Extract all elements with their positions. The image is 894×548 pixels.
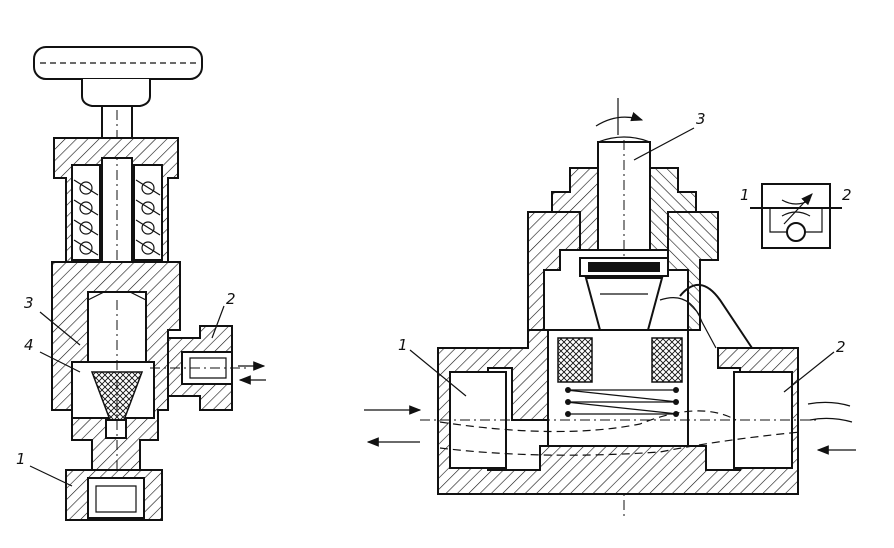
arrow-outlet-out (807, 401, 851, 407)
packing-coils (71, 164, 163, 261)
callout-left-3: 3 (24, 294, 34, 312)
callout-right-2: 2 (836, 338, 846, 356)
handwheel (33, 46, 203, 80)
return-spring (565, 387, 679, 417)
bonnet-right (667, 211, 719, 331)
flow-path-out (439, 431, 801, 456)
callout-left-4: 4 (24, 336, 34, 354)
callout-left-2: 2 (226, 290, 236, 308)
symbol-port-2: 2 (842, 186, 852, 204)
right-valve: 3 1 2 (364, 98, 856, 520)
bypass-channel (679, 284, 753, 349)
left-valve: 3 4 2 1 (16, 46, 266, 521)
symbol-port-1: 1 (740, 186, 750, 204)
conical-plug (584, 277, 664, 331)
wheel-hub (81, 79, 151, 107)
packing-left (557, 337, 593, 383)
flow-path-in (439, 410, 737, 433)
adjust-arrow (783, 193, 813, 225)
callout-right-3: 3 (696, 110, 706, 128)
packing-right (651, 337, 683, 383)
bonnet (527, 211, 581, 331)
rotation-arrow (595, 112, 644, 127)
callout-left-1: 1 (16, 450, 26, 468)
needle-tip (105, 419, 127, 439)
symbol-box (761, 183, 831, 249)
check-ball (786, 222, 806, 242)
callout-right-1: 1 (398, 336, 408, 354)
valve-symbol: 1 2 (740, 183, 852, 249)
